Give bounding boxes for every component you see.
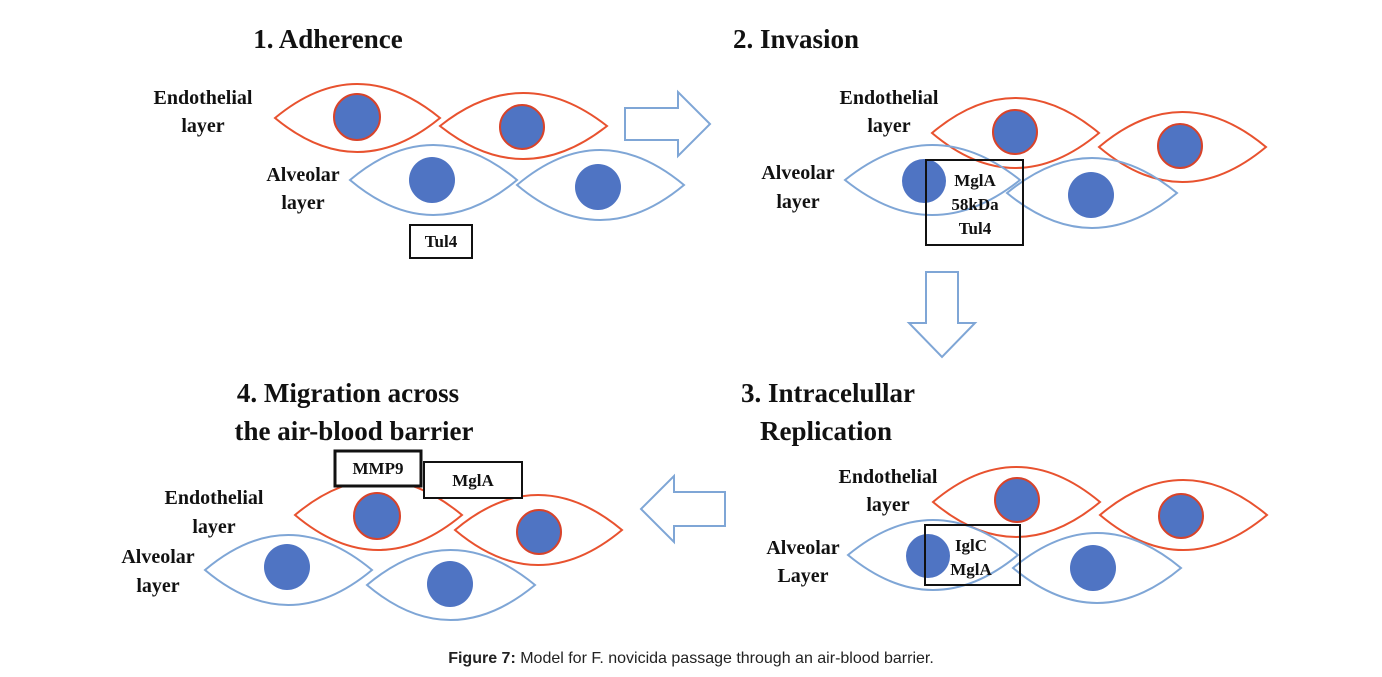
nucleus [575, 164, 621, 210]
panel-2-alveolar-label: Alveolar [761, 162, 834, 184]
nucleus [1068, 172, 1114, 218]
alveolar-cell [846, 519, 1020, 591]
panel-3-endothelial-label-2: layer [866, 494, 909, 516]
protein-label: MMP9 [353, 459, 404, 478]
panel-3-alveolar-label-2: Layer [777, 565, 828, 587]
arrow-down [906, 271, 978, 359]
nucleus [992, 109, 1038, 155]
nucleus [333, 93, 381, 141]
panel-2-title: 2. Invasion [733, 24, 859, 54]
panel-intracellular-replication: 3. Intracelullar Replication Endothelial… [741, 378, 1269, 604]
protein-box-invasion [925, 159, 1024, 246]
protein-label: Tul4 [425, 232, 458, 251]
panel-2-alveolar-label-2: layer [776, 191, 819, 213]
nucleus [264, 544, 310, 590]
panel-4-alveolar-label: Alveolar [121, 546, 194, 568]
panel-2-endothelial-label-2: layer [867, 115, 910, 137]
protein-box-mgla [423, 461, 523, 499]
panel-1-alveolar-label-2: layer [281, 192, 324, 214]
nucleus [516, 509, 562, 555]
caption-text: Model for F. novicida passage through an… [515, 650, 934, 667]
protein-label: MglA [950, 560, 992, 579]
nucleus [902, 159, 946, 203]
panel-1-endothelial-label: Endothelial [154, 87, 253, 109]
panel-3-alveolar-label: Alveolar [766, 537, 839, 559]
panel-4-title: 4. Migration across [237, 378, 459, 408]
protein-label: MglA [954, 171, 996, 190]
panel-1-alveolar-label: Alveolar [266, 164, 339, 186]
nucleus [353, 492, 401, 540]
alveolar-cell [1005, 157, 1179, 229]
panel-adherence: 1. Adherence Endothelial layer Alveolar … [154, 24, 686, 259]
panel-4-endothelial-label-2: layer [192, 516, 235, 538]
protein-label: IglC [955, 536, 987, 555]
alveolar-cell [348, 144, 519, 216]
panel-3-endothelial-label: Endothelial [839, 466, 938, 488]
panel-1-title: 1. Adherence [253, 24, 403, 54]
nucleus [994, 477, 1040, 523]
protein-label: 58kDa [951, 195, 999, 214]
panel-4-endothelial-label: Endothelial [165, 487, 264, 509]
protein-box-replication [924, 524, 1021, 586]
protein-label: Tul4 [959, 219, 992, 238]
figure-caption: Figure 7: Model for F. novicida passage … [0, 650, 1382, 668]
protein-label: MglA [452, 471, 494, 490]
protein-box-mmp9 [333, 449, 423, 488]
panel-4-title-2: the air-blood barrier [235, 416, 474, 446]
panel-invasion: 2. Invasion Endothelial layer Alveolar l… [733, 24, 1268, 246]
panel-2-endothelial-label: Endothelial [840, 87, 939, 109]
alveolar-cell [1011, 532, 1183, 604]
panel-3-title-2: Replication [760, 416, 892, 446]
nucleus [499, 104, 545, 150]
panel-3-title: 3. Intracelullar [741, 378, 915, 408]
alveolar-cell [365, 549, 537, 621]
protein-box-tul4 [409, 224, 473, 259]
nucleus [1070, 545, 1116, 591]
alveolar-cell [843, 144, 1022, 216]
nucleus [1157, 123, 1203, 169]
panel-4-alveolar-label-2: layer [136, 575, 179, 597]
alveolar-cell [203, 534, 374, 606]
arrow-right [624, 89, 712, 159]
arrow-left [639, 473, 726, 545]
nucleus [427, 561, 473, 607]
panel-migration: 4. Migration across the air-blood barrie… [121, 378, 624, 621]
caption-label: Figure 7: [448, 650, 516, 667]
alveolar-cell [515, 149, 686, 221]
nucleus [1158, 493, 1204, 539]
panel-1-endothelial-label-2: layer [181, 115, 224, 137]
nucleus [409, 157, 455, 203]
nucleus [906, 534, 950, 578]
